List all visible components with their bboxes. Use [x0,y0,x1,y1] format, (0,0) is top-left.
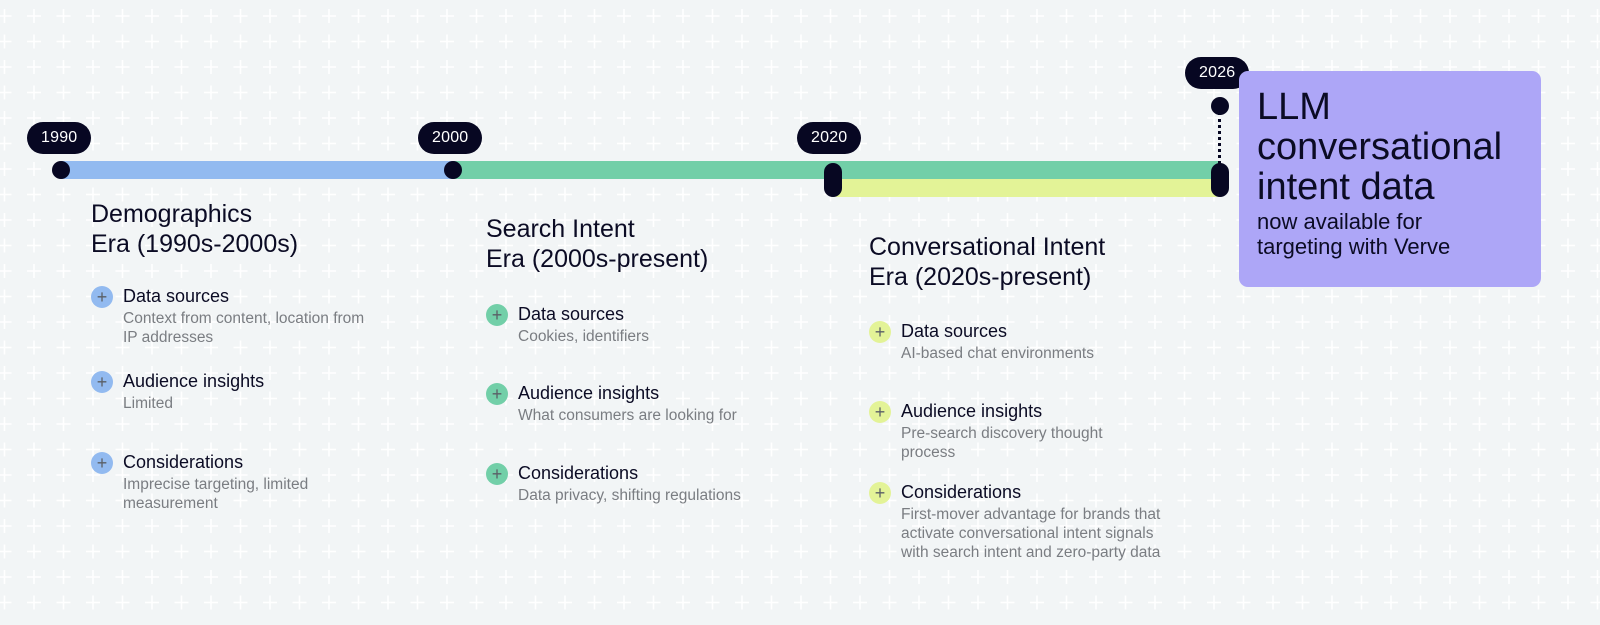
year-pill-1990: 1990 [27,122,92,154]
item-body: AI-based chat environments [901,345,1094,362]
plus-icon: + [486,304,508,326]
item-body: What consumers are looking for [518,407,737,424]
callout-title: LLM conversational intent data [1257,86,1503,208]
item-heading: Data sources [123,286,230,306]
year-pill-2026: 2026 [1185,57,1250,89]
plus-icon: + [91,452,113,474]
item-body: Pre-search discovery thought process [901,425,1103,461]
item-heading: Considerations [123,452,244,472]
item-heading: Audience insights [123,371,265,391]
plus-icon: + [869,482,891,504]
item-body: Imprecise targeting, limited measurement [123,476,309,512]
timeline-connector-2026 [1218,112,1221,164]
year-pill-2000: 2000 [418,122,483,154]
timeline-bar-demographics [61,161,453,179]
era-title: Demographics Era (1990s-2000s) [91,200,299,258]
timeline-dot-1990 [52,161,70,179]
llm-callout-card: LLM conversational intent data now avail… [1239,71,1541,287]
plus-icon: + [869,321,891,343]
timeline-cap-2020 [824,163,842,197]
item-heading: Audience insights [901,401,1043,421]
era-conversational-intent: Conversational Intent Era (2020s-present… [869,232,1229,572]
item-body: Data privacy, shifting regulations [518,487,741,504]
item-body: First-mover advantage for brands that ac… [901,506,1161,561]
item-body: Context from content, location from IP a… [123,310,365,346]
item-heading: Data sources [901,321,1008,341]
timeline-bar-conversational [833,179,1220,197]
callout-subtitle: now available for targeting with Verve [1257,209,1451,259]
item-heading: Considerations [901,482,1022,502]
item-heading: Data sources [518,304,625,324]
timeline-dot-2026 [1211,97,1229,115]
timeline-cap-2026 [1211,163,1229,197]
era-demographics: Demographics Era (1990s-2000s) + Data so… [91,199,431,519]
plus-icon: + [486,463,508,485]
plus-icon: + [869,401,891,423]
plus-icon: + [91,371,113,393]
item-heading: Considerations [518,463,639,483]
timeline-dot-2000 [444,161,462,179]
era-title: Conversational Intent Era (2020s-present… [869,233,1106,291]
plus-icon: + [91,286,113,308]
item-heading: Audience insights [518,383,660,403]
era-search-intent: Search Intent Era (2000s-present) + Data… [486,214,826,514]
year-pill-2020: 2020 [797,122,862,154]
era-title: Search Intent Era (2000s-present) [486,215,709,273]
item-body: Limited [123,395,173,412]
plus-icon: + [486,383,508,405]
item-body: Cookies, identifiers [518,328,649,345]
